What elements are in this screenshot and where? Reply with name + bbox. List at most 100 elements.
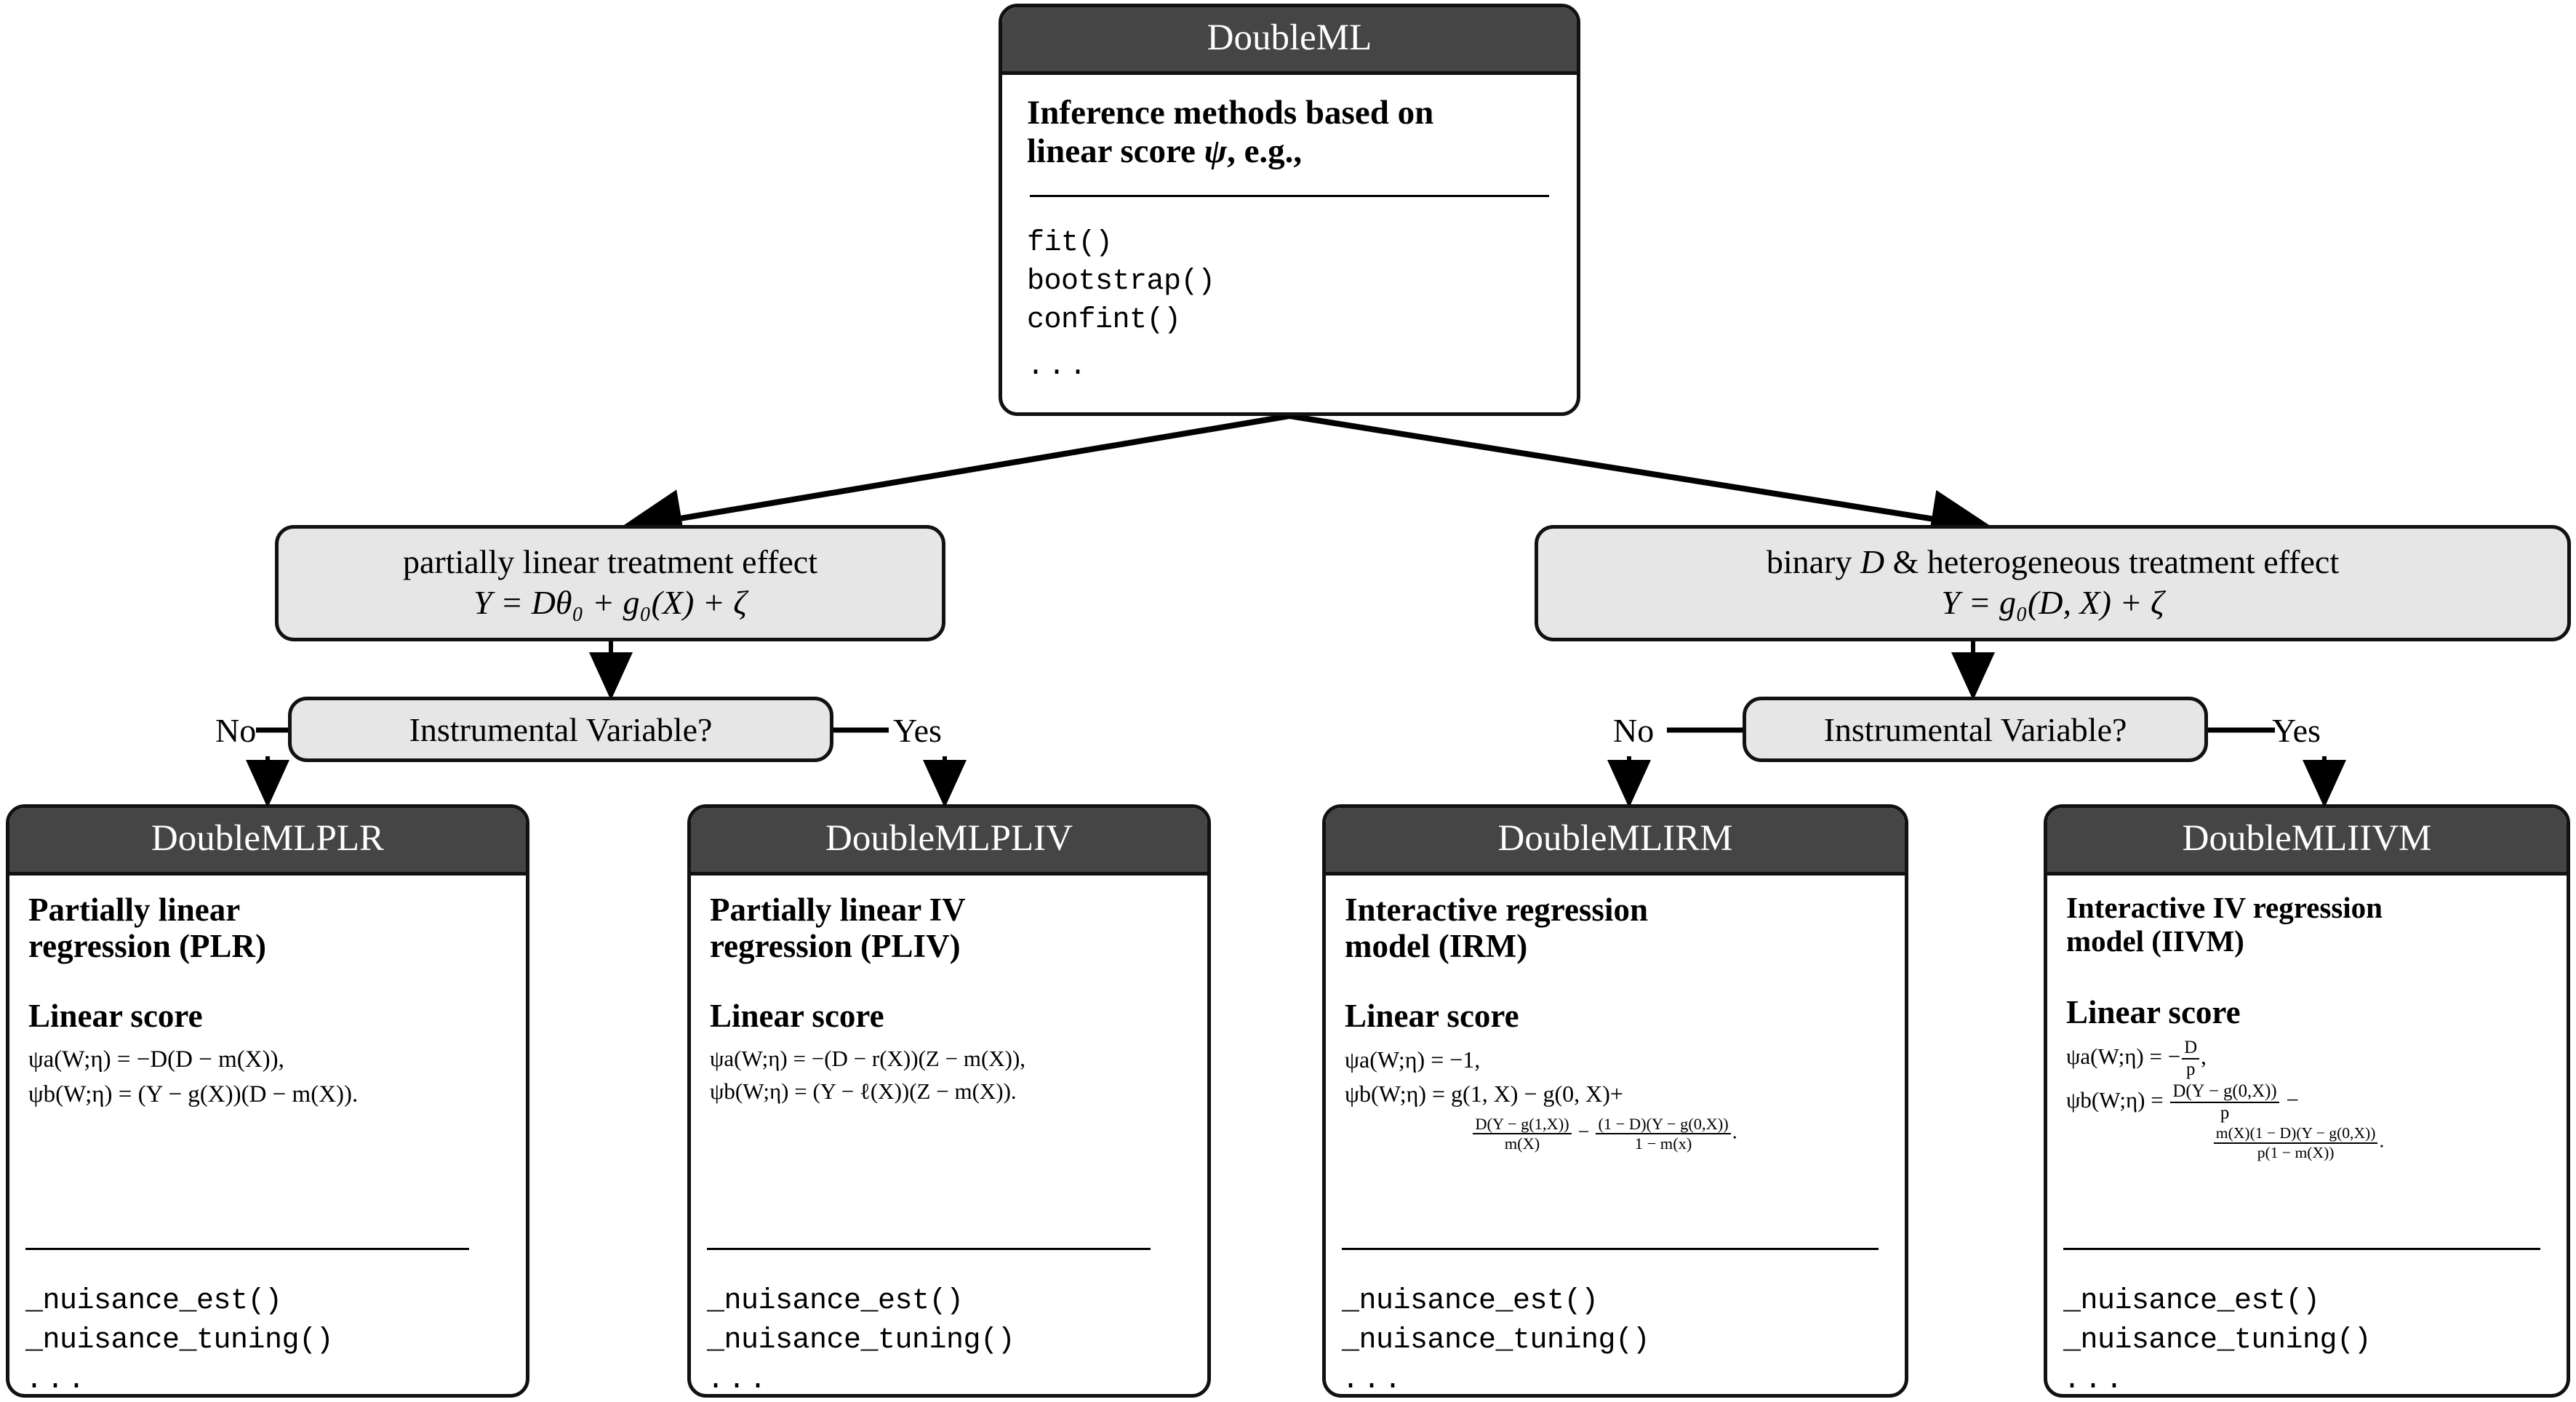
branch-label-pre: binary [1766, 542, 1860, 580]
irm-fraction-1: D(Y − g(1,X)) m(X) [1473, 1115, 1572, 1153]
root-desc-line1: Inference methods based on [1027, 94, 1434, 132]
root-desc-line2-post: , e.g., [1227, 132, 1303, 170]
model-pliv-method-nuisance-est[interactable]: _nuisance_est() [707, 1285, 964, 1318]
model-plr-score-b: ψb(W;η) = (Y − g(X))(D − m(X)). [28, 1081, 359, 1108]
decision-left-yes-label: Yes [893, 712, 942, 749]
iivm-score-a-fraction-denominator: p [2185, 1059, 2196, 1080]
model-irm-body: Interactive regression model (IRM) Linea… [1326, 876, 1905, 1394]
irm-fraction-2-denominator: 1 − m(x) [1634, 1134, 1692, 1153]
model-irm-method-ellipsis: ... [1342, 1364, 1406, 1397]
irm-fraction-2-numerator: (1 − D)(Y − g(0,X)) [1596, 1115, 1731, 1135]
model-plr-description: Partially linear regression (PLR) [28, 892, 507, 965]
model-plr-body: Partially linear regression (PLR) Linear… [9, 876, 526, 1394]
root-desc-line2-pre: linear score [1027, 132, 1204, 170]
model-plr-desc-line1: Partially linear [28, 892, 241, 928]
model-iivm-score-b-tail: m(X)(1 − D)(Y − g(0,X)) p(1 − m(X)) . [2066, 1124, 2548, 1161]
iivm-score-b-period: . [2379, 1129, 2385, 1152]
root-method-bootstrap[interactable]: bootstrap() [1027, 265, 1215, 299]
model-iivm-score-b: ψb(W;η) = D(Y − g(0,X)) p − [2066, 1081, 2548, 1123]
model-iivm-body: Interactive IV regression model (IIVM) L… [2047, 876, 2567, 1394]
model-pliv-method-ellipsis: ... [707, 1364, 771, 1397]
model-plr-method-nuisance-tuning[interactable]: _nuisance_tuning() [25, 1324, 334, 1357]
model-pliv-score-heading: Linear score [710, 997, 884, 1034]
model-iivm-method-nuisance-tuning[interactable]: _nuisance_tuning() [2063, 1324, 2372, 1357]
model-iivm-description: Interactive IV regression model (IIVM) [2066, 891, 2548, 958]
edge-root-to-binary-heterogeneous [1289, 413, 1995, 548]
model-iivm-score-heading: Linear score [2066, 993, 2241, 1030]
model-iivm-score-a: ψa(W;η) = − D p , [2066, 1038, 2548, 1080]
model-pliv-desc-line2: regression (PLIV) [710, 928, 961, 965]
model-pliv-desc-line1: Partially linear IV [710, 892, 966, 928]
branch-label-var: D [1860, 542, 1885, 580]
iivm-fraction-2-numerator: m(X)(1 − D)(Y − g(0,X)) [2213, 1124, 2378, 1144]
model-irm-method-nuisance-est[interactable]: _nuisance_est() [1342, 1285, 1599, 1318]
model-irm-score-a: ψa(W;η) = −1, [1345, 1046, 1481, 1073]
irm-score-b-minus: − [1577, 1121, 1590, 1144]
model-pliv-box[interactable]: DoubleMLPLIV Partially linear IV regress… [687, 804, 1211, 1398]
doubleml-root-title: DoubleML [1002, 7, 1577, 75]
model-irm-score-heading: Linear score [1345, 997, 1519, 1034]
model-irm-desc-line2: model (IRM) [1345, 928, 1528, 965]
decision-left-no-label: No [215, 712, 257, 749]
model-pliv-score-a: ψa(W;η) = −(D − r(X))(Z − m(X)), [710, 1046, 1026, 1072]
model-iivm-divider [2063, 1248, 2540, 1250]
model-plr-divider [25, 1248, 469, 1250]
model-irm-desc-line1: Interactive regression [1345, 892, 1648, 928]
model-plr-score-a: ψa(W;η) = −D(D − m(X)), [28, 1046, 284, 1073]
branch-partially-linear-box[interactable]: partially linear treatment effect Y = Dθ… [275, 525, 945, 641]
model-irm-score-b-fractions: D(Y − g(1,X)) m(X) − (1 − D)(Y − g(0,X))… [1345, 1115, 1886, 1153]
model-irm-box[interactable]: DoubleMLIRM Interactive regression model… [1322, 804, 1908, 1398]
model-irm-title: DoubleMLIRM [1326, 808, 1905, 876]
decision-right-no-label: No [1613, 712, 1655, 749]
decision-right-yes-label: Yes [2272, 712, 2321, 749]
irm-fraction-1-numerator: D(Y − g(1,X)) [1473, 1115, 1572, 1135]
model-irm-divider [1342, 1248, 1879, 1250]
model-pliv-body: Partially linear IV regression (PLIV) Li… [691, 876, 1207, 1394]
root-method-confint[interactable]: confint() [1027, 303, 1181, 337]
doubleml-root-description: Inference methods based on linear score … [1027, 94, 1552, 170]
iivm-fraction-1: D(Y − g(0,X)) p [2170, 1081, 2279, 1123]
decision-right-label: Instrumental Variable? [1823, 710, 2127, 748]
iivm-score-a-fraction: D p [2182, 1038, 2200, 1080]
iivm-score-b-minus: − [2286, 1086, 2299, 1113]
model-iivm-box[interactable]: DoubleMLIIVM Interactive IV regression m… [2044, 804, 2570, 1398]
model-iivm-method-nuisance-est[interactable]: _nuisance_est() [2063, 1285, 2320, 1318]
model-plr-method-ellipsis: ... [25, 1364, 89, 1397]
psi-symbol: ψ [1204, 132, 1228, 170]
irm-fraction-2: (1 − D)(Y − g(0,X)) 1 − m(x) [1596, 1115, 1731, 1153]
model-plr-method-nuisance-est[interactable]: _nuisance_est() [25, 1285, 282, 1318]
model-irm-score-b: ψb(W;η) = g(1, X) − g(0, X)+ [1345, 1080, 1623, 1107]
model-pliv-description: Partially linear IV regression (PLIV) [710, 892, 1188, 965]
model-iivm-method-ellipsis: ... [2063, 1364, 2127, 1397]
model-pliv-divider [707, 1248, 1151, 1250]
model-plr-box[interactable]: DoubleMLPLR Partially linear regression … [6, 804, 529, 1398]
branch-binary-heterogeneous-label: binary D & heterogeneous treatment effec… [1767, 543, 2339, 582]
doubleml-root-box[interactable]: DoubleML Inference methods based on line… [999, 4, 1580, 416]
iivm-score-a-post: , [2201, 1044, 2207, 1070]
branch-label-post: & heterogeneous treatment effect [1884, 542, 2340, 580]
branch-binary-heterogeneous-box[interactable]: binary D & heterogeneous treatment effec… [1535, 525, 2571, 641]
model-pliv-title: DoubleMLPLIV [691, 808, 1207, 876]
iivm-fraction-2-denominator: p(1 − m(X)) [2257, 1143, 2335, 1161]
decision-left-instrumental-variable[interactable]: Instrumental Variable? [288, 697, 833, 762]
root-method-ellipsis: ... [1027, 350, 1091, 383]
model-iivm-desc-line1: Interactive IV regression [2066, 891, 2383, 924]
irm-score-b-period: . [1732, 1121, 1737, 1144]
iivm-fraction-1-numerator: D(Y − g(0,X)) [2170, 1081, 2279, 1103]
doubleml-root-body: Inference methods based on linear score … [1002, 75, 1577, 412]
model-iivm-title: DoubleMLIIVM [2047, 808, 2567, 876]
iivm-fraction-2: m(X)(1 − D)(Y − g(0,X)) p(1 − m(X)) [2213, 1124, 2378, 1161]
model-pliv-method-nuisance-tuning[interactable]: _nuisance_tuning() [707, 1324, 1015, 1357]
model-plr-title: DoubleMLPLR [9, 808, 526, 876]
branch-partially-linear-label: partially linear treatment effect [402, 542, 817, 580]
model-irm-description: Interactive regression model (IRM) [1345, 892, 1886, 965]
branch-binary-heterogeneous-equation: Y = g₀(D, X) + ζ [1941, 583, 2164, 621]
iivm-score-a-fraction-numerator: D [2182, 1038, 2200, 1060]
iivm-score-b-pre: ψb(W;η) = [2066, 1086, 2169, 1113]
model-irm-method-nuisance-tuning[interactable]: _nuisance_tuning() [1342, 1324, 1650, 1357]
root-divider [1030, 195, 1549, 198]
root-method-fit[interactable]: fit() [1027, 227, 1113, 260]
iivm-score-a-pre: ψa(W;η) = − [2066, 1044, 2181, 1070]
model-plr-desc-line2: regression (PLR) [28, 928, 267, 965]
decision-right-instrumental-variable[interactable]: Instrumental Variable? [1743, 697, 2208, 762]
